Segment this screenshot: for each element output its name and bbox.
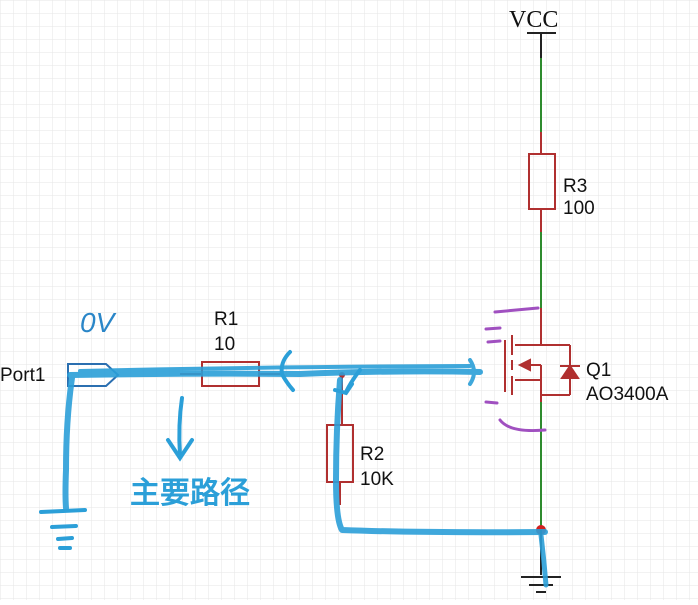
main-path-annotation: 主要路径 — [130, 477, 250, 510]
ground-symbol-left — [39, 508, 87, 550]
mosfet-q1: Q1 AO3400A — [504, 308, 669, 405]
vcc-symbol: VCC — [509, 7, 558, 58]
r2-value: 10K — [360, 469, 394, 490]
q1-part: AO3400A — [586, 384, 669, 405]
q1-ref: Q1 — [586, 360, 611, 381]
gate-highlight-marks — [484, 306, 547, 432]
r3-value: 100 — [563, 198, 595, 219]
r1-ref: R1 — [214, 309, 238, 330]
voltage-annotation: 0V — [80, 307, 117, 338]
r2-ref: R2 — [360, 444, 384, 465]
main-path-highlight — [62, 358, 549, 588]
resistor-r3: R3 100 — [528, 132, 595, 232]
vcc-label: VCC — [509, 7, 558, 33]
current-arrow — [166, 350, 362, 462]
r1-value: 10 — [214, 334, 235, 355]
port1-connector: Port1 — [0, 363, 120, 387]
port1-label: Port1 — [0, 365, 45, 386]
r3-ref: R3 — [563, 176, 587, 197]
